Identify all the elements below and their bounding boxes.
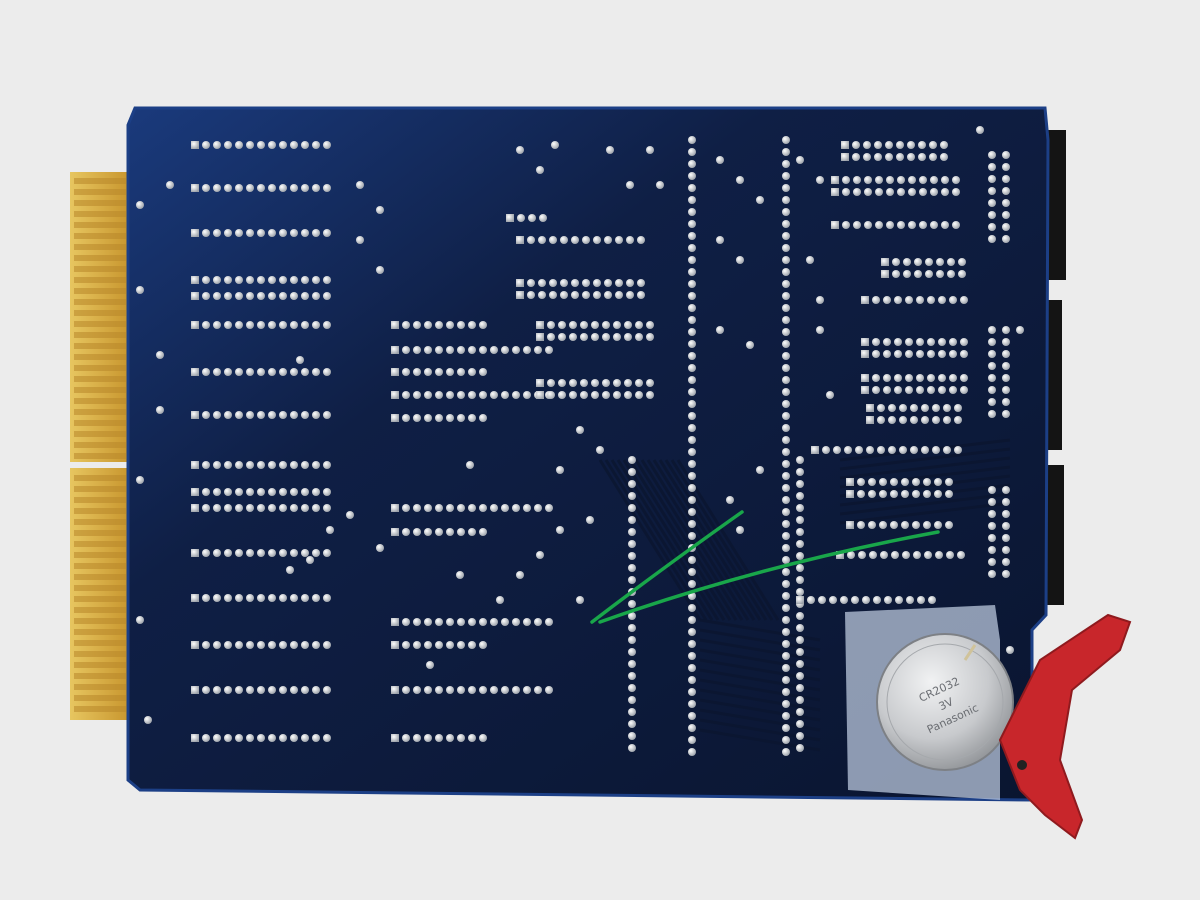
red-ejector-lever: [998, 613, 1132, 840]
lever-pivot: [1017, 760, 1027, 770]
coin-battery: CR2032 3V Panasonic: [876, 633, 1014, 771]
solder-pads: [136, 126, 1024, 756]
battery-marking-2: 3V: [937, 695, 956, 713]
jumper-wires: [590, 510, 940, 624]
gold-edge-connector: [68, 172, 130, 720]
